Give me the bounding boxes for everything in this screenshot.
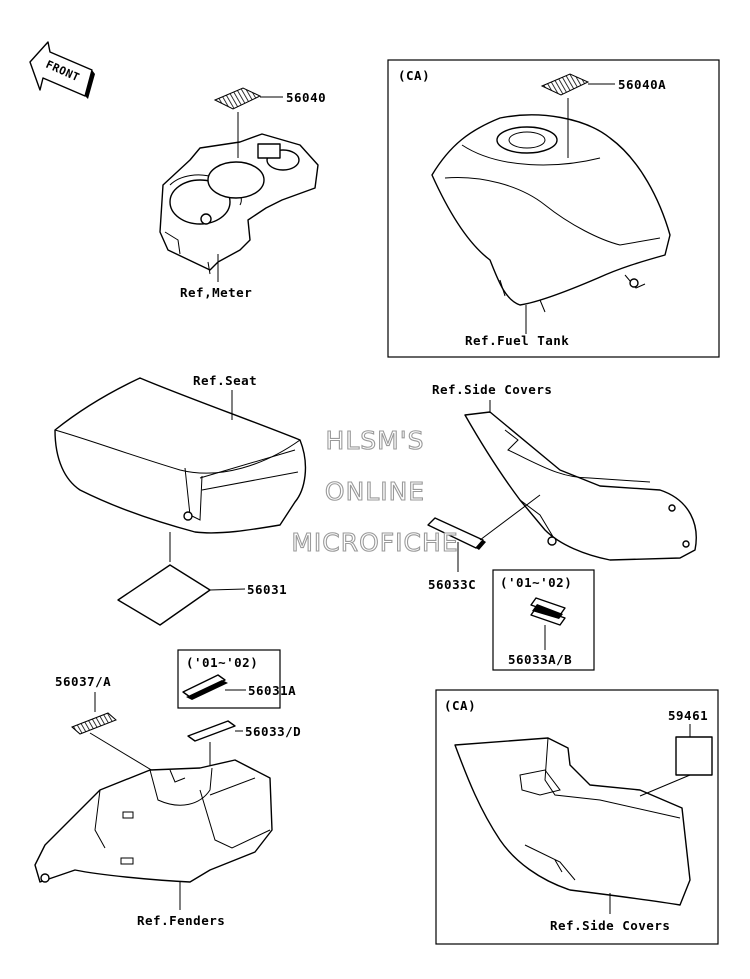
part-number-59461: 59461 <box>668 708 708 723</box>
part-number-56033c: 56033C <box>428 577 476 592</box>
side-cover-bottom <box>454 737 691 906</box>
ref-side-covers-top-label: Ref.Side Covers <box>432 382 552 397</box>
year-group-label-mid: ('01~'02) <box>500 575 572 590</box>
seat <box>54 377 307 534</box>
label-56033d-decal <box>187 720 236 742</box>
side-cover-top <box>464 411 697 561</box>
meter-assembly <box>159 87 319 275</box>
ref-fenders-label: Ref.Fenders <box>137 913 225 928</box>
part-number-56040a: 56040A <box>618 77 666 92</box>
ca-fuel-tank-box <box>387 59 720 358</box>
label-56031-decal <box>117 564 211 626</box>
part-number-56033d: 56033/D <box>245 724 301 739</box>
fuel-tank <box>431 73 671 313</box>
part-number-56037a: 56037/A <box>55 674 111 689</box>
part-number-56031a: 56031A <box>248 683 296 698</box>
ref-side-covers-bottom-label: Ref.Side Covers <box>550 918 670 933</box>
part-number-56040: 56040 <box>286 90 326 105</box>
part-number-56031: 56031 <box>247 582 287 597</box>
label-56033ab-decal <box>530 597 566 626</box>
watermark-line-3: MICROFICHE <box>291 528 458 557</box>
part-number-56033ab: 56033A/B <box>508 652 572 667</box>
ref-seat-label: Ref.Seat <box>193 373 257 388</box>
watermark-line-1: HLSM'S <box>326 426 425 455</box>
label-56033c-decal <box>427 517 486 550</box>
label-59461-decal <box>675 736 713 776</box>
watermark-line-2: ONLINE <box>325 477 425 506</box>
year-box-56031a <box>177 649 281 709</box>
label-56040-decal <box>213 87 262 110</box>
ca-group-label-bottom: (CA) <box>444 698 476 713</box>
label-56031a-decal <box>182 674 228 700</box>
fenders <box>34 759 273 883</box>
ca-side-cover-box <box>435 689 719 945</box>
year-box-56033ab <box>492 569 595 671</box>
watermark: HLSM'S ONLINE MICROFICHE <box>291 425 458 557</box>
ref-meter-label: Ref,Meter <box>180 285 252 300</box>
front-arrow-icon: FRONT <box>29 41 95 99</box>
label-56037a-decal <box>71 712 117 735</box>
year-group-label-left: ('01~'02) <box>186 655 258 670</box>
label-56040a-decal <box>540 73 590 96</box>
ref-fuel-tank-label: Ref.Fuel Tank <box>465 333 569 348</box>
ca-group-label-top: (CA) <box>398 68 430 83</box>
